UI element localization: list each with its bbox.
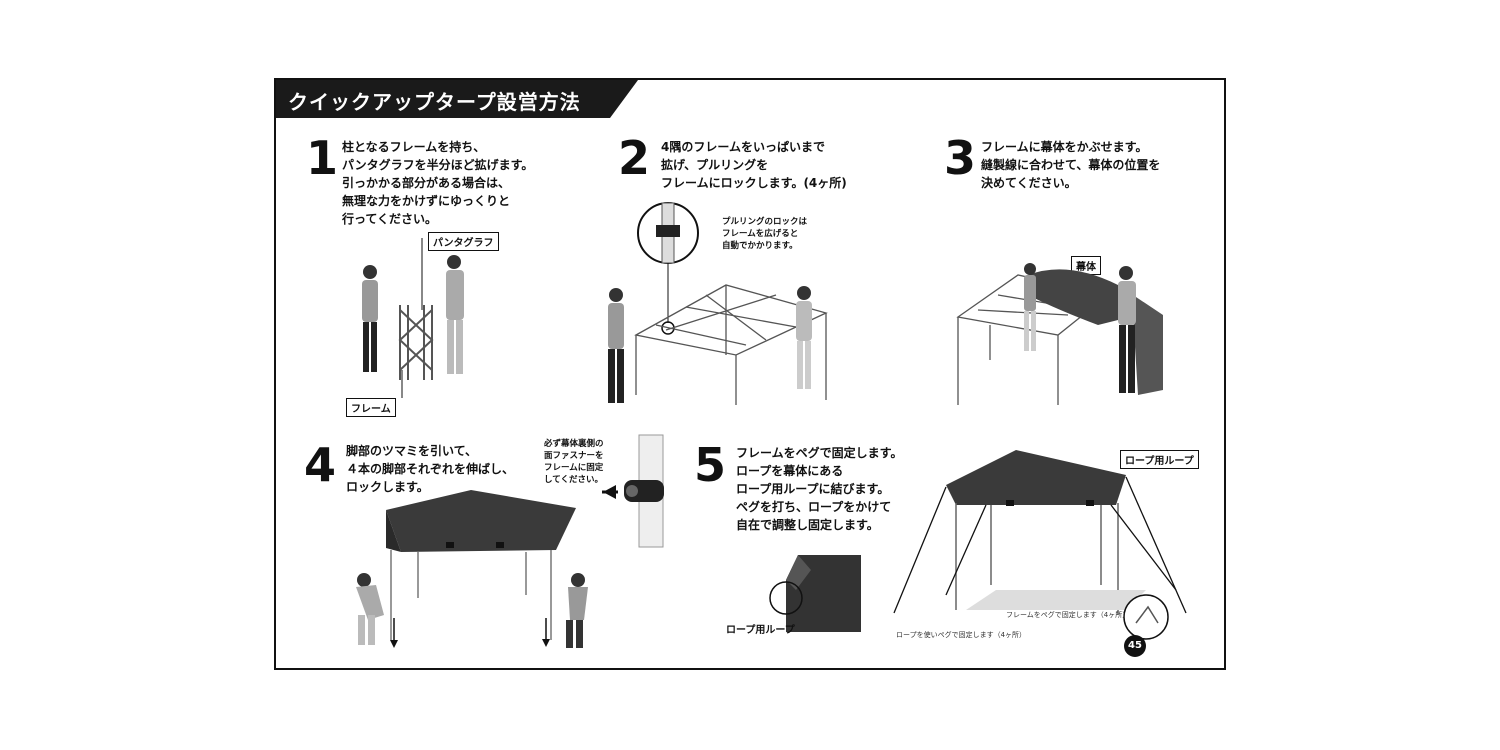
pantograph-label: パンタグラフ [428, 232, 499, 251]
rope-peg-note: ロープを使いペグで固定します（4ヶ所） [896, 631, 1027, 639]
step-5-number: 5 [694, 438, 727, 492]
step-2-number: 2 [618, 131, 651, 185]
rope-loop-detail-label: ロープ用ループ [726, 625, 795, 636]
pull-ring-note: プルリングのロックは フレームを広げると 自動でかかります。 [722, 217, 808, 251]
frame-peg-note: フレームをペグで固定します（4ヶ所） [1006, 611, 1130, 619]
step-2-text: 4隅のフレームをいっぱいまで 拡げ、プルリングを フレームにロックします。(4ヶ… [661, 140, 847, 190]
step-5-text: フレームをペグで固定します。 ロープを幕体にある ロープ用ループに結びます。 ペ… [736, 446, 903, 532]
page-title: クイックアップタープ設営方法 [288, 90, 581, 114]
step-4-illustration [356, 434, 664, 648]
step-3-illustration [956, 263, 1163, 405]
fastener-note: 必ず幕体裏側の 面ファスナーを フレームに固定 してください。 [544, 439, 604, 485]
step-3-text: フレームに幕体をかぶせます。 縫製線に合わせて、幕体の位置を 決めてください。 [981, 140, 1161, 190]
step-4-text: 脚部のツマミを引いて、 ４本の脚部それぞれを伸ばし、 ロックします。 [346, 444, 515, 494]
step-5-illustration [893, 450, 1187, 640]
rope-loop-detail [769, 555, 861, 632]
step-1-number: 1 [306, 131, 339, 185]
step-1-illustration [362, 238, 464, 398]
frame-label: フレーム [346, 398, 396, 417]
step-3-number: 3 [944, 131, 977, 185]
rope-loop-label: ロープ用ループ [1120, 450, 1199, 469]
step-4-number: 4 [304, 438, 337, 492]
instruction-page: クイックアップタープ設営方法 1 柱となるフレームを持ち、 パンタグラフを半分ほ… [274, 78, 1226, 670]
page-number: 45 [1124, 635, 1146, 657]
step-2-illustration [608, 202, 828, 405]
step-1-text: 柱となるフレームを持ち、 パンタグラフを半分ほど拡げます。 引っかかる部分がある… [342, 140, 534, 226]
title-bar: クイックアップタープ設営方法 [276, 80, 638, 118]
